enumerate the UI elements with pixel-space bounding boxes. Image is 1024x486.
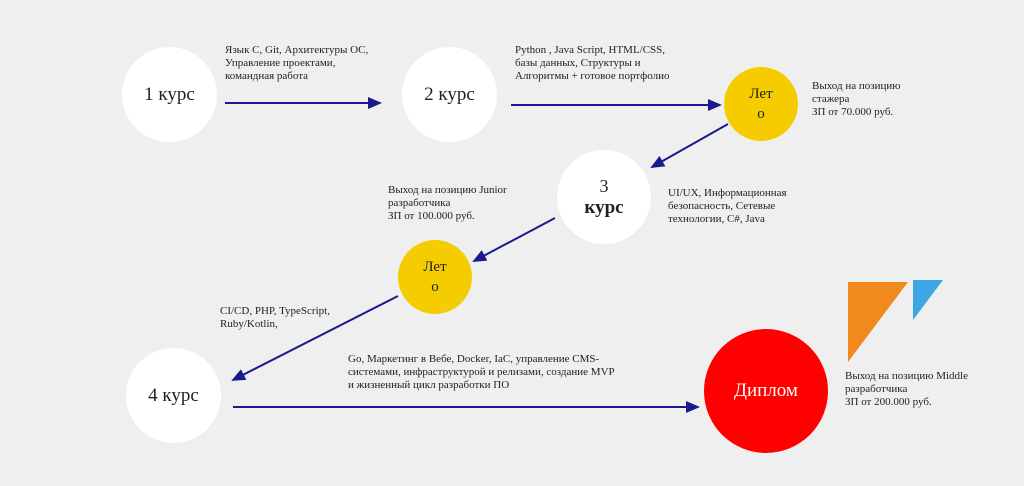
logo-orange-triangle <box>848 282 908 362</box>
course-3-node: 3 курс <box>557 150 651 244</box>
arrow-3-summer <box>472 217 556 262</box>
arrow-summer-3 <box>650 123 729 168</box>
diploma-node: Диплом <box>704 329 828 453</box>
course-3-word: курс <box>584 196 624 218</box>
course-4-summer-topics: CI/CD, PHP, TypeScript, Ruby/Kotlin, <box>220 305 330 330</box>
course-1-topics: Язык С, Git, Архитектуры ОС, Управление … <box>225 44 369 82</box>
course-2-node: 2 курс <box>402 47 497 142</box>
course-3-topics: UI/UX, Информационная безопасность, Сете… <box>668 187 787 225</box>
summer-1-node: Лет о <box>724 67 798 141</box>
summer-2-node: Лет о <box>398 240 472 314</box>
logo-blue-triangle <box>913 280 943 320</box>
middle-position-note: Выход на позицию Middle разработчика ЗП … <box>845 370 968 408</box>
junior-position-note: Выход на позицию Junior разработчика ЗП … <box>388 184 507 222</box>
course-4-node: 4 курс <box>126 348 221 443</box>
course-4-topics: Go, Маркетинг в Вебе, Docker, IaC, управ… <box>348 353 615 391</box>
course-2-topics: Python , Java Script, HTML/CSS, базы дан… <box>515 44 670 82</box>
intern-position-note: Выход на позицию стажера ЗП от 70.000 ру… <box>812 80 901 118</box>
course-1-node: 1 курс <box>122 47 217 142</box>
course-3-number: 3 <box>599 175 609 196</box>
arrow-summer-4 <box>231 295 399 381</box>
